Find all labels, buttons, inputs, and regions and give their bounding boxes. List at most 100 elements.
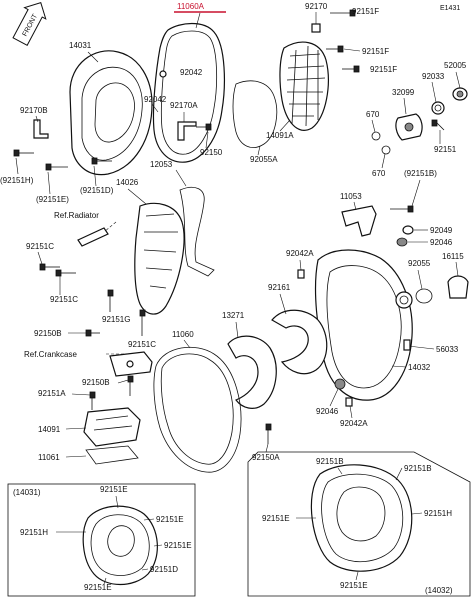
bolt-92150A[interactable] [265,423,272,444]
label-92170-top: 92170 [305,2,328,11]
bolt-92151A[interactable] [89,391,96,410]
bolt-92151F-c[interactable] [342,65,360,73]
highlight-part-label[interactable]: 11060A [177,2,205,11]
label-92151E-left: (92151E) [36,195,69,204]
inset-right-label-a: 92151B [316,457,344,466]
gasket-92161[interactable] [271,309,328,375]
label-92151B-right: (92151B) [404,169,437,178]
label-92150B: 92150B [34,329,62,338]
generator-cover-14031[interactable] [69,50,153,176]
label-52005: 52005 [444,61,467,70]
inset-left-title: (14031) [13,488,41,497]
label-11060: 11060 [172,330,194,339]
dowel-92042A-b[interactable] [345,397,353,407]
bolt-92151C-a2[interactable] [55,269,76,277]
housing-32099[interactable] [395,113,423,141]
label-14091A: 14091A [266,131,294,140]
inset-left-label-c: 92151E [156,515,184,524]
dowel-pin-92042[interactable] [159,70,167,78]
inset-right-label-b: 92151B [404,464,432,473]
bracket-11053[interactable] [341,205,377,237]
label-14091: 14091 [38,425,61,434]
cover-14091A[interactable] [279,41,329,131]
inset-right-label-d: 92151H [424,509,452,518]
oring-670-b[interactable] [381,145,391,155]
label-92151F-c: 92151F [370,65,397,74]
inset-left-label-a: 92151E [100,485,128,494]
bolt-92151-right[interactable] [431,119,445,131]
gasket-11060[interactable] [153,346,242,473]
bush-92049[interactable] [402,225,414,235]
bolt-92150B[interactable] [85,329,100,337]
clamp-92170B[interactable] [33,119,49,139]
label-92151A: 92151A [38,389,66,398]
label-92042-top: 92042 [180,68,203,77]
cap-16115[interactable] [447,275,469,299]
label-92046-right: 92046 [430,238,453,247]
gasket-92055A[interactable] [232,80,278,148]
oring-670-a[interactable] [371,131,381,141]
bracket-14026[interactable] [134,202,185,315]
bolt-92151B-right[interactable] [390,205,414,213]
plug-56033[interactable] [403,339,411,351]
bolt-92151F-a[interactable] [330,9,356,17]
label-92151D-left: (92151D) [80,186,114,195]
label-92150B-b: 92150B [82,378,110,387]
inset-left-label-f: 92151E [84,583,112,592]
inset-left-frame [7,483,196,597]
label-92049: 92049 [430,226,453,235]
gasket-11060A[interactable] [152,22,225,163]
label-14026: 14026 [116,178,139,187]
inset-right-label-e: 92151E [340,581,368,590]
label-92033: 92033 [422,72,445,81]
label-92151G: 92151G [102,315,130,324]
label-92161: 92161 [268,283,291,292]
oring-92055[interactable] [415,288,433,304]
crankcase-bracket[interactable] [109,351,153,377]
label-92151C-a: 92151C [26,242,54,251]
inset-left-cover[interactable] [82,505,158,585]
clamp-92170A[interactable] [177,121,197,141]
bolt-92151G[interactable] [107,289,114,312]
label-92151C-c: 92151C [128,340,156,349]
inset-right-cover[interactable] [310,464,413,572]
plate-12053[interactable] [179,186,215,277]
label-92151F-a: 92151F [352,7,379,16]
reference-code: E1431 [440,5,460,12]
bracket-radiator[interactable] [77,227,109,247]
bolt-92150-mid[interactable] [196,123,212,131]
label-14032: 14032 [408,363,431,372]
label-92046-bottom: 92046 [316,407,339,416]
bolt-92150B-b[interactable] [127,375,134,396]
label-56033: 56033 [436,345,459,354]
label-92170A: 92170A [170,101,198,110]
bearing-92046-right[interactable] [396,237,408,247]
seal-92033[interactable] [431,101,445,115]
cover-14091[interactable] [83,407,141,447]
clamp-92170[interactable] [311,23,321,33]
bearing-92046-bottom[interactable] [334,378,346,390]
bolt-92151C-a[interactable] [39,263,60,271]
label-11053: 11053 [340,192,362,201]
cap-52005[interactable] [452,87,468,101]
clutch-cover-14032[interactable] [314,249,413,401]
inset-left-label-d: 92151E [164,541,192,550]
bolt-92151H[interactable] [13,149,34,157]
label-92150-mid: 92150 [200,148,223,157]
label-92042A-b: 92042A [340,419,368,428]
bolt-92151C-c[interactable] [139,309,146,336]
gasket-11061[interactable] [85,445,139,465]
label-670-b: 670 [372,169,386,178]
bolt-92151F-b[interactable] [326,45,344,53]
dowel-92042A-a[interactable] [297,269,305,279]
plate-13271[interactable] [227,335,277,409]
label-14031: 14031 [69,41,92,50]
inset-left-label-b: 92151H [20,528,48,537]
label-92055A: 92055A [250,155,278,164]
bolt-92151D[interactable] [91,157,112,165]
label-670-a: 670 [366,110,380,119]
bolt-92151E[interactable] [45,163,68,171]
label-92151-right: 92151 [434,145,457,154]
label-92055: 92055 [408,259,431,268]
